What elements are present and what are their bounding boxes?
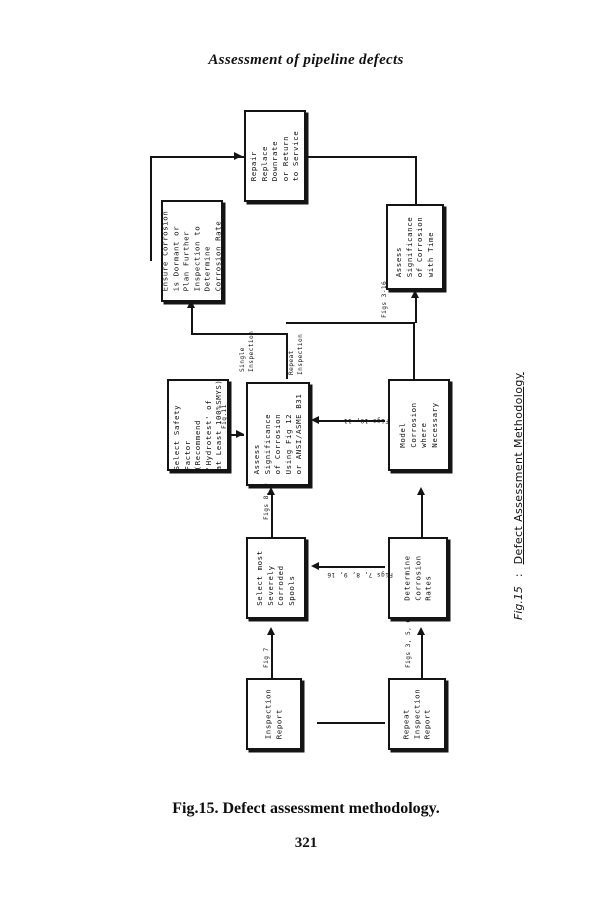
node-inspection-report-label: Inspection Report <box>263 688 284 740</box>
node-assess-significance-fig12[interactable]: Assess Significance of Corrosion Using F… <box>246 382 310 486</box>
node-repeat-report-label: Repeat Inspection Report <box>401 688 432 740</box>
arrowhead-into-assess-time <box>411 290 419 298</box>
edge-label-single-inspection: Single Inspection <box>239 330 255 372</box>
edge-label-figs-3-5-6: Figs 3, 5, 6 <box>405 618 412 668</box>
connector-repeatreport-to-rates <box>421 632 423 678</box>
figure-caption: Fig.15. Defect assessment methodology. <box>172 800 440 817</box>
edge-label-figs-8-9: Figs 8, 9 <box>263 482 270 520</box>
figure-side-label: Fig.15: Defect Assessment Methodology <box>512 372 525 620</box>
node-select-most-severely-corroded-spools[interactable]: Select most Severely Corroded Spools <box>246 537 306 619</box>
figure-side-number: Fig.15 <box>512 586 525 620</box>
edge-label-fig-11: Fig.11 <box>221 404 228 429</box>
edge-label-figs-10-11: Figs 10, 11 <box>343 417 389 424</box>
arrowhead-into-assess-from-right <box>311 416 319 424</box>
node-select-safety-factor[interactable]: Select Safety Factor (Recommend 'Hydrote… <box>167 379 229 471</box>
connector-assesstime-to-repair-horizontal <box>308 156 417 158</box>
connector-ensure-to-repair-vertical <box>150 156 152 261</box>
connector-into-assess-time <box>415 295 417 323</box>
connector-report-to-spools <box>271 632 273 678</box>
node-repair-label: Repair Replace Downrate or Return to Ser… <box>248 130 300 182</box>
connector-rates-to-model <box>421 492 423 537</box>
node-determine-rates-label: Determine Corrosion Rates <box>402 555 433 601</box>
arrowhead-into-select-spools-bottom <box>267 627 275 635</box>
connector-single-inspection-stem <box>286 333 288 379</box>
node-ensure-corrosion-dormant[interactable]: Ensure Corrosion is Dormant or Plan Furt… <box>161 200 223 302</box>
connector-bus-right <box>286 322 415 324</box>
connector-selectspools-to-assess <box>271 492 273 537</box>
connector-inspection-to-repeat-report <box>317 722 385 724</box>
node-model-corrosion-label: Model Corrosion where Necessary <box>398 402 439 448</box>
page-number: 321 <box>294 835 318 851</box>
edge-label-figs-7-8-9-16: Figs 7, 8, 9, 16 <box>326 571 393 578</box>
connector-bus-left <box>191 333 286 335</box>
figure-side-title: Defect Assessment Methodology <box>512 372 525 565</box>
arrowhead-into-assess-from-below <box>267 487 275 495</box>
node-determine-corrosion-rates[interactable]: Determine Corrosion Rates <box>388 537 448 619</box>
connector-model-to-assess <box>317 420 385 422</box>
edge-label-fig-7: Fig 7 <box>263 647 270 668</box>
arrowhead-into-repair-left <box>234 152 242 160</box>
edge-label-figs-3-16: Figs 3-16 <box>381 280 388 318</box>
arrowhead-into-model-corrosion <box>417 487 425 495</box>
edge-label-repeat-inspection: Repeat Inspection <box>288 333 304 375</box>
flowchart-diagram: Repair Replace Downrate or Return to Ser… <box>150 110 525 750</box>
running-header: Assessment of pipeline defects <box>208 52 404 68</box>
node-repair-replace-downrate[interactable]: Repair Replace Downrate or Return to Ser… <box>244 110 306 202</box>
connector-assesstime-to-repair-vertical <box>415 156 417 204</box>
connector-ensure-to-repair-horizontal <box>150 156 244 158</box>
arrowhead-into-assess-from-left <box>236 430 244 438</box>
node-assess-fig12-label: Assess Significance of Corrosion Using F… <box>251 393 303 475</box>
node-safety-factor-label: Select Safety Factor (Recommend 'Hydrote… <box>171 379 223 471</box>
node-assess-significance-with-time[interactable]: Assess Significance of Corrosion with Ti… <box>386 204 444 290</box>
node-select-spools-label: Select most Severely Corroded Spools <box>255 550 296 606</box>
connector-repeat-inspection-stem <box>413 322 415 380</box>
node-ensure-corrosion-label: Ensure Corrosion is Dormant or Plan Furt… <box>160 210 223 292</box>
arrowhead-into-determine-rates <box>417 627 425 635</box>
node-assess-time-label: Assess Significance of Corrosion with Ti… <box>394 216 435 278</box>
connector-spools-to-rates <box>317 566 385 568</box>
node-repeat-inspection-report[interactable]: Repeat Inspection Report <box>388 678 446 750</box>
figure-side-separator: : <box>512 573 525 578</box>
node-model-corrosion-where-necessary[interactable]: Model Corrosion where Necessary <box>388 379 450 471</box>
arrowhead-into-select-spools <box>311 562 319 570</box>
connector-into-ensure-corrosion <box>191 305 193 333</box>
arrowhead-into-ensure-corrosion <box>187 300 195 308</box>
node-inspection-report[interactable]: Inspection Report <box>246 678 302 750</box>
